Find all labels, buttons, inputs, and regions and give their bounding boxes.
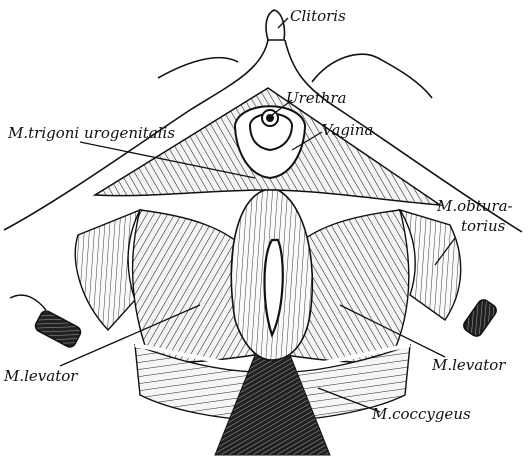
label-clitoris: Clitoris: [290, 8, 346, 24]
label-levator-right: M.levator: [432, 357, 505, 373]
label-obturatorius-2: torius: [461, 218, 505, 234]
obturator-left: [75, 210, 140, 330]
label-urethra: Urethra: [286, 90, 347, 106]
label-obturatorius-1: M.obtura-: [437, 198, 513, 214]
label-levator-left: M.levator: [4, 368, 77, 384]
label-trigoni: M.trigoni urogenitalis: [8, 125, 175, 141]
label-coccygeus: M.coccygeus: [372, 406, 471, 422]
retractor-right: [461, 298, 498, 339]
retractor-left: [10, 295, 83, 349]
label-vagina: Vagina: [322, 122, 373, 138]
